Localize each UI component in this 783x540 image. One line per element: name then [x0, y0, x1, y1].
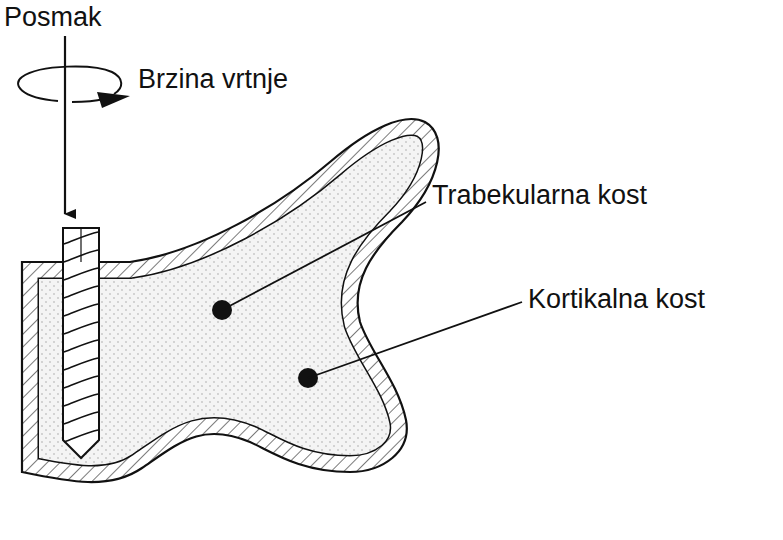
drill-flute	[64, 394, 98, 406]
drill-flute	[64, 340, 98, 352]
leader-lines	[212, 202, 522, 388]
trabecular-bone-label: Trabekularna kost	[432, 180, 647, 211]
feed-arrow	[65, 36, 66, 214]
feed-label: Posmak	[4, 2, 102, 33]
trabecular-bone	[22, 119, 439, 482]
drill-flute	[64, 322, 98, 334]
drill-flute	[64, 268, 98, 280]
drill-flute	[64, 304, 98, 316]
drill-flute	[64, 286, 98, 298]
cortical-bone-label: Kortikalna kost	[528, 284, 705, 315]
drill-flute	[64, 430, 98, 442]
drill-flute	[64, 376, 98, 388]
bone-outline	[22, 119, 439, 482]
rotation-arrow	[18, 67, 130, 108]
bone-section	[22, 119, 439, 482]
drill-flute	[64, 358, 98, 370]
drill-bit	[63, 228, 99, 458]
cortical-inner-edge	[22, 119, 439, 482]
cortical-bone	[22, 119, 439, 482]
rotation-speed-label: Brzina vrtnje	[138, 64, 288, 95]
drill-flute	[64, 412, 98, 424]
